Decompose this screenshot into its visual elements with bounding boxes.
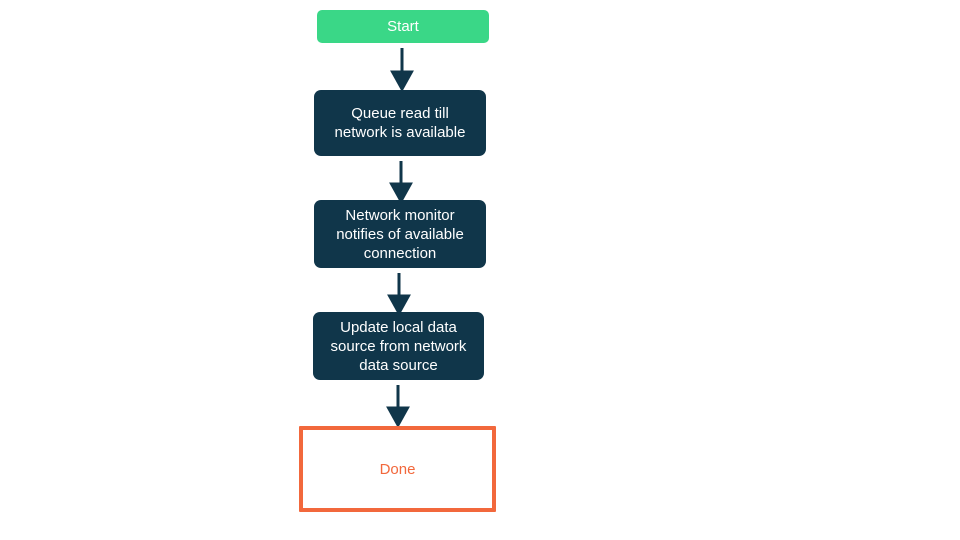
flow-node-done[interactable]: Done — [299, 426, 496, 512]
flow-node-network-monitor-label: Network monitor notifies of available co… — [336, 206, 464, 262]
flow-node-queue-read-label: Queue read till network is available — [334, 105, 466, 141]
flow-node-queue-read[interactable]: Queue read till network is available — [314, 90, 486, 156]
flow-node-start-label: Start — [387, 17, 419, 35]
flow-node-network-monitor[interactable]: Network monitor notifies of available co… — [314, 200, 486, 268]
flow-node-start[interactable]: Start — [317, 10, 489, 43]
flow-node-update-local-data-source-label: Update local data source from network da… — [330, 318, 467, 374]
flow-node-done-label: Done — [379, 460, 416, 478]
flow-node-update-local-data-source[interactable]: Update local data source from network da… — [313, 312, 484, 380]
